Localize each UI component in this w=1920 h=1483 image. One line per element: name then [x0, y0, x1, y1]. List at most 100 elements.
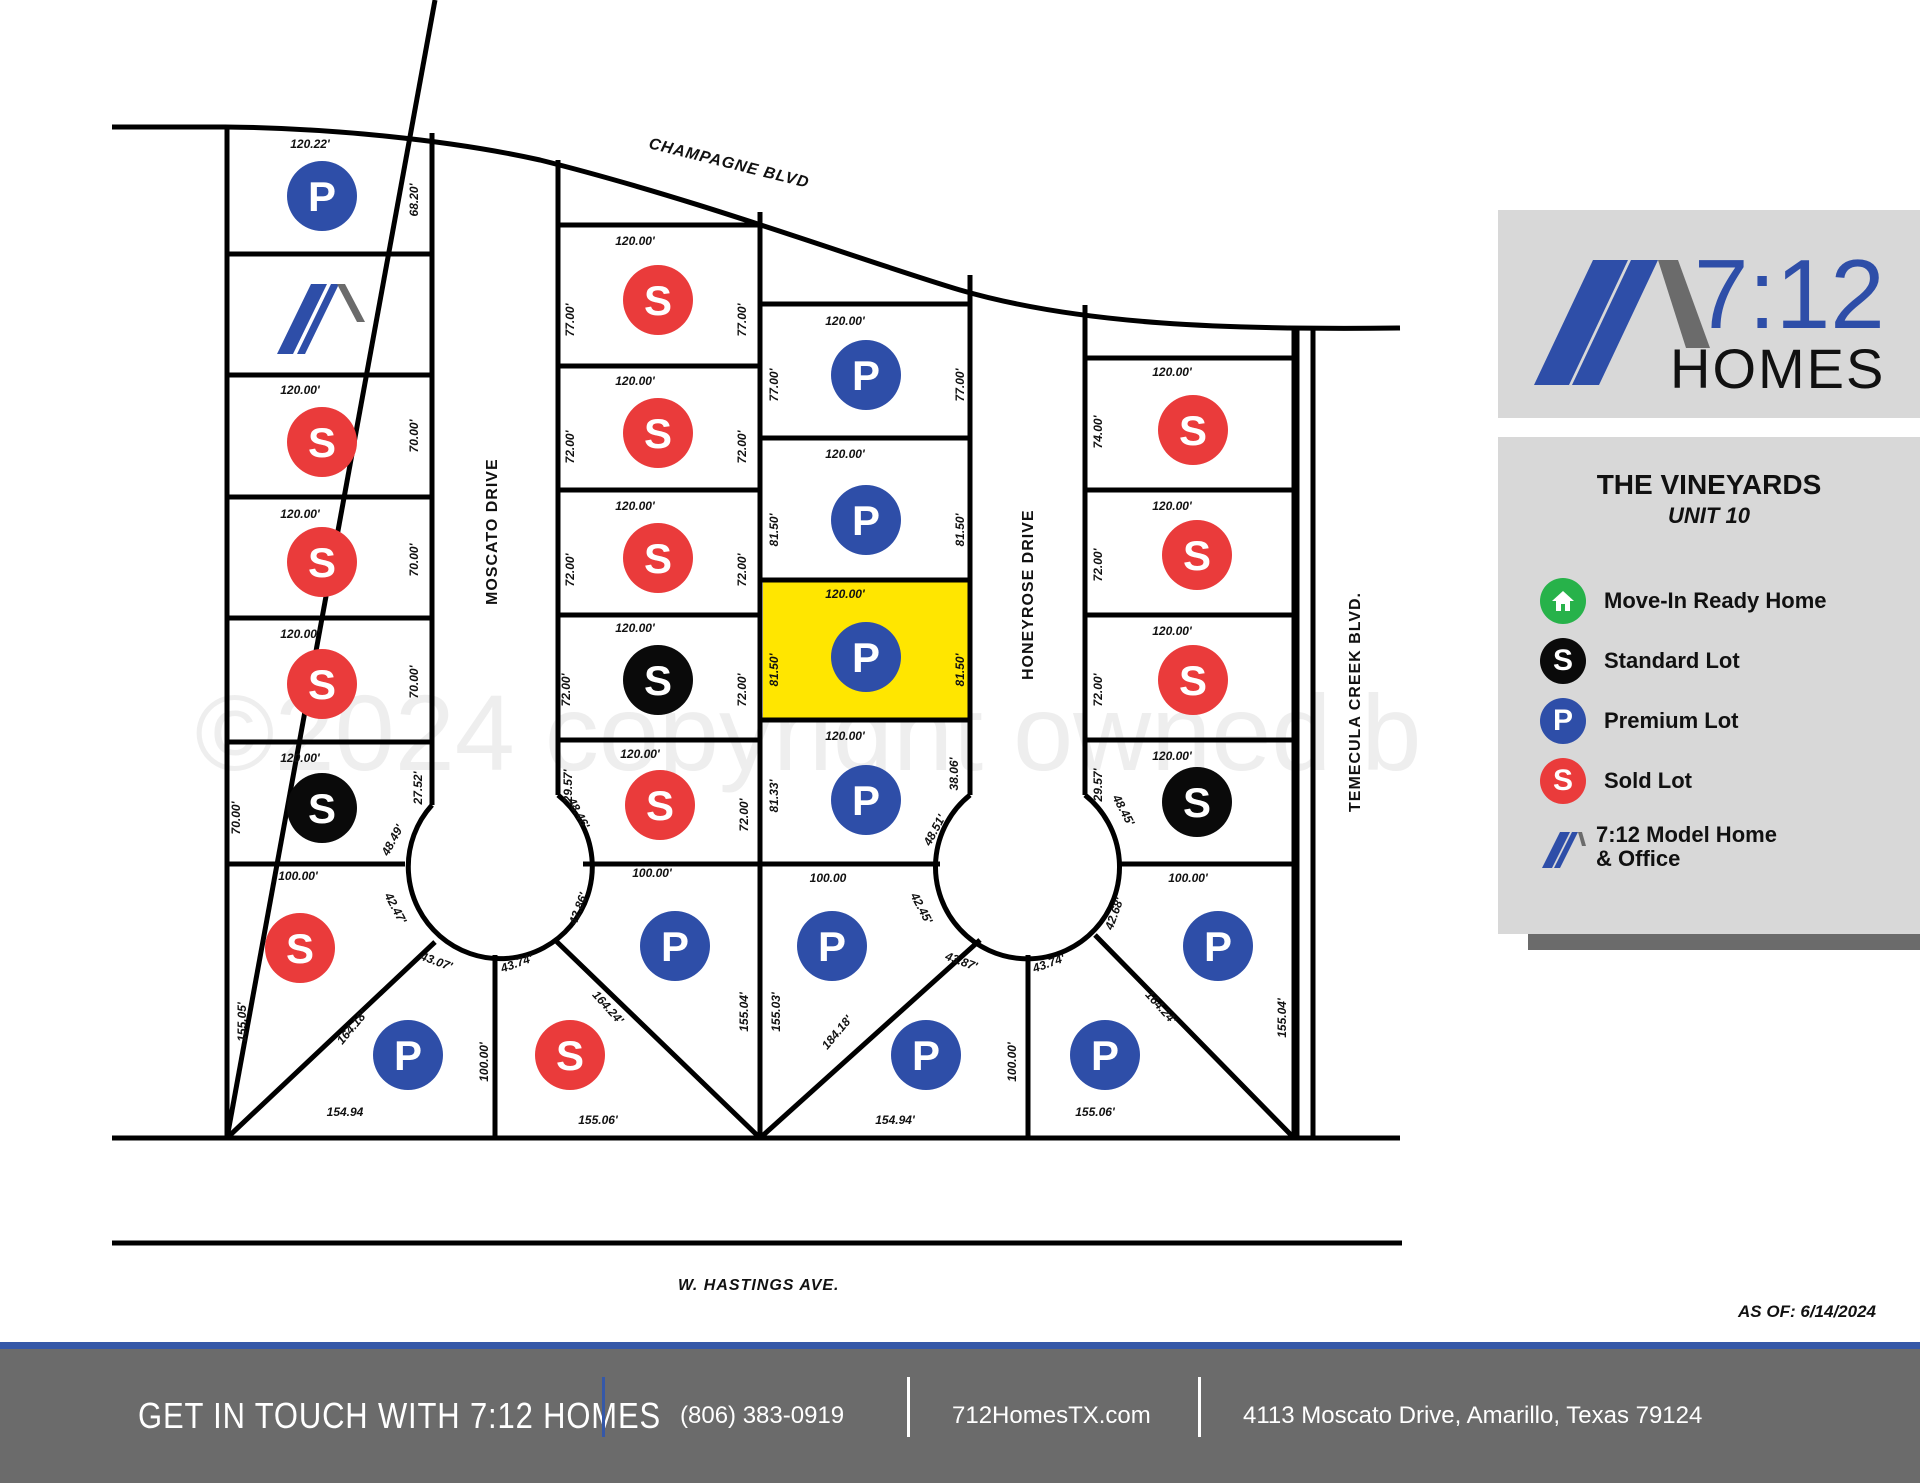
lot-dimension-label: 120.00': [615, 499, 656, 513]
sold-lot-marker[interactable]: [1158, 395, 1228, 465]
footer-cta: GET IN TOUCH WITH 7:12 HOMES: [138, 1395, 661, 1436]
sold-lot-marker[interactable]: [623, 398, 693, 468]
footer-phone[interactable]: (806) 383-0919: [680, 1402, 845, 1429]
lot-dimension-label: 68.20': [407, 182, 421, 216]
lot-dimension-label: 43.74': [498, 951, 536, 976]
model-home-icon: [277, 284, 365, 354]
lot-dimension-label: 29.57': [561, 768, 575, 803]
street-champagne: CHAMPAGNE BLVD: [647, 135, 811, 191]
lot-dimension-label: 72.00': [1091, 672, 1105, 706]
lot-dimension-label: 72.00': [735, 552, 749, 586]
lot-dimension-label: 120.00': [825, 587, 866, 601]
sold-lot-marker[interactable]: [625, 770, 695, 840]
model-home-icon: [1542, 832, 1586, 868]
street-temecula: TEMECULA CREEK BLVD.: [1347, 592, 1364, 812]
lot-dimension-label: 164.18': [334, 1007, 371, 1047]
lot-dimension-label: 42.86': [566, 890, 591, 928]
lot-marker-letter: S: [286, 925, 314, 972]
lot-marker-letter: S: [1179, 407, 1207, 454]
sold-lot-marker[interactable]: [287, 649, 357, 719]
lot-lines: [112, 0, 1402, 1246]
lot-dimension-label: 74.00': [1091, 414, 1105, 448]
lot-marker-letter: S: [1183, 532, 1211, 579]
sold-lot-marker[interactable]: [1158, 645, 1228, 715]
lot-dimension-label: 42.45': [907, 889, 936, 927]
lot-dimension-label: 42.47': [381, 889, 410, 927]
lot-marker-letter: P: [912, 1032, 940, 1079]
premium-lot-marker[interactable]: [1070, 1020, 1140, 1090]
premium-lot-marker[interactable]: [797, 911, 867, 981]
legend-subtitle: UNIT 10: [1668, 503, 1750, 528]
lot-marker-letter: S: [308, 539, 336, 586]
lot-dimension-label: 72.00': [1091, 547, 1105, 581]
premium-lot-marker[interactable]: [373, 1020, 443, 1090]
lot-marker-letter: P: [818, 923, 846, 970]
lot-dimension-label: 81.33': [767, 778, 781, 812]
lot-dimension-label: 100.00': [477, 1041, 491, 1082]
lot-dimension-label: 120.00': [615, 374, 656, 388]
lot-dimension-label: 70.00': [407, 418, 421, 452]
lot-dimension-label: 120.00': [615, 621, 656, 635]
lot-marker-letter: S: [644, 277, 672, 324]
premium-lot-marker[interactable]: [831, 622, 901, 692]
legend-label: 7:12 Model Home: [1596, 822, 1777, 847]
lot-marker-letter: P: [1204, 923, 1232, 970]
lot-dimension-label: 120.00': [1152, 624, 1193, 638]
lot-dimension-label: 100.00: [810, 871, 847, 885]
premium-lot-marker[interactable]: [831, 485, 901, 555]
lot-marker-letter: S: [1179, 657, 1207, 704]
sold-lot-marker[interactable]: [623, 265, 693, 335]
lot-dimension-label: 120.00': [280, 627, 321, 641]
street-moscato: MOSCATO DRIVE: [484, 458, 501, 605]
house-icon: [1540, 578, 1586, 624]
lot-dimension-label: 72.00': [559, 672, 573, 706]
lot-dimension-label: 154.94': [875, 1113, 916, 1127]
lot-marker-letter: S: [556, 1032, 584, 1079]
lot-dimension-label: 72.00': [563, 429, 577, 463]
sold-lot-marker[interactable]: [287, 407, 357, 477]
lot-dimension-label: 155.05': [235, 1001, 249, 1042]
lot-dimension-label: 72.00': [735, 672, 749, 706]
lot-marker-letter: S: [1183, 779, 1211, 826]
standard-lot-marker[interactable]: [287, 773, 357, 843]
footer-accent-line: [0, 1342, 1920, 1349]
footer-website[interactable]: 712HomesTX.com: [952, 1402, 1151, 1429]
lot-dimension-label: 48.46': [564, 794, 593, 832]
sold-lot-marker[interactable]: [1162, 520, 1232, 590]
lot-dimension-label: 184.18': [819, 1012, 856, 1052]
sold-lot-marker[interactable]: [535, 1020, 605, 1090]
premium-lot-marker[interactable]: [831, 340, 901, 410]
lot-dimension-label: 72.00': [737, 797, 751, 831]
premium-lot-marker[interactable]: [891, 1020, 961, 1090]
sold-lot-marker[interactable]: [623, 523, 693, 593]
brand-panel: 7:12 HOMES: [1498, 210, 1920, 418]
legend-item-model-home: 7:12 Model Home & Office: [1540, 821, 1777, 873]
lot-dimension-label: 70.00': [229, 800, 243, 834]
lot-dimension-label: 81.50': [767, 652, 781, 686]
brand-name: HOMES: [1670, 337, 1886, 400]
premium-lot-marker[interactable]: [1183, 911, 1253, 981]
lot-dimension-label: 155.06': [578, 1113, 619, 1127]
premium-lot-marker[interactable]: [831, 765, 901, 835]
lot-dimension-label: 120.22': [290, 137, 331, 151]
lot-marker-letter: S: [644, 657, 672, 704]
lot-dimension-label: 120.00': [825, 447, 866, 461]
lot-dimension-label: 38.06': [947, 756, 961, 790]
standard-lot-icon: S: [1540, 638, 1586, 684]
lot-marker-letter: P: [1091, 1032, 1119, 1079]
standard-lot-marker[interactable]: [623, 645, 693, 715]
lot-marker-letter: P: [852, 777, 880, 824]
legend-item-premium: P Premium Lot: [1540, 698, 1738, 744]
lot-dimension-label: 48.45': [1109, 791, 1138, 829]
sold-lot-marker[interactable]: [287, 527, 357, 597]
premium-lot-marker[interactable]: [640, 911, 710, 981]
lot-marker-letter: P: [852, 352, 880, 399]
footer-divider: [1198, 1377, 1201, 1437]
brand-logo-mark: [1534, 260, 1710, 385]
sold-lot-marker[interactable]: [265, 913, 335, 983]
standard-lot-marker[interactable]: [1162, 767, 1232, 837]
premium-lot-marker[interactable]: [287, 161, 357, 231]
lot-dimension-label: 120.00': [615, 234, 656, 248]
street-honeyrose: HONEYROSE DRIVE: [1020, 509, 1037, 680]
